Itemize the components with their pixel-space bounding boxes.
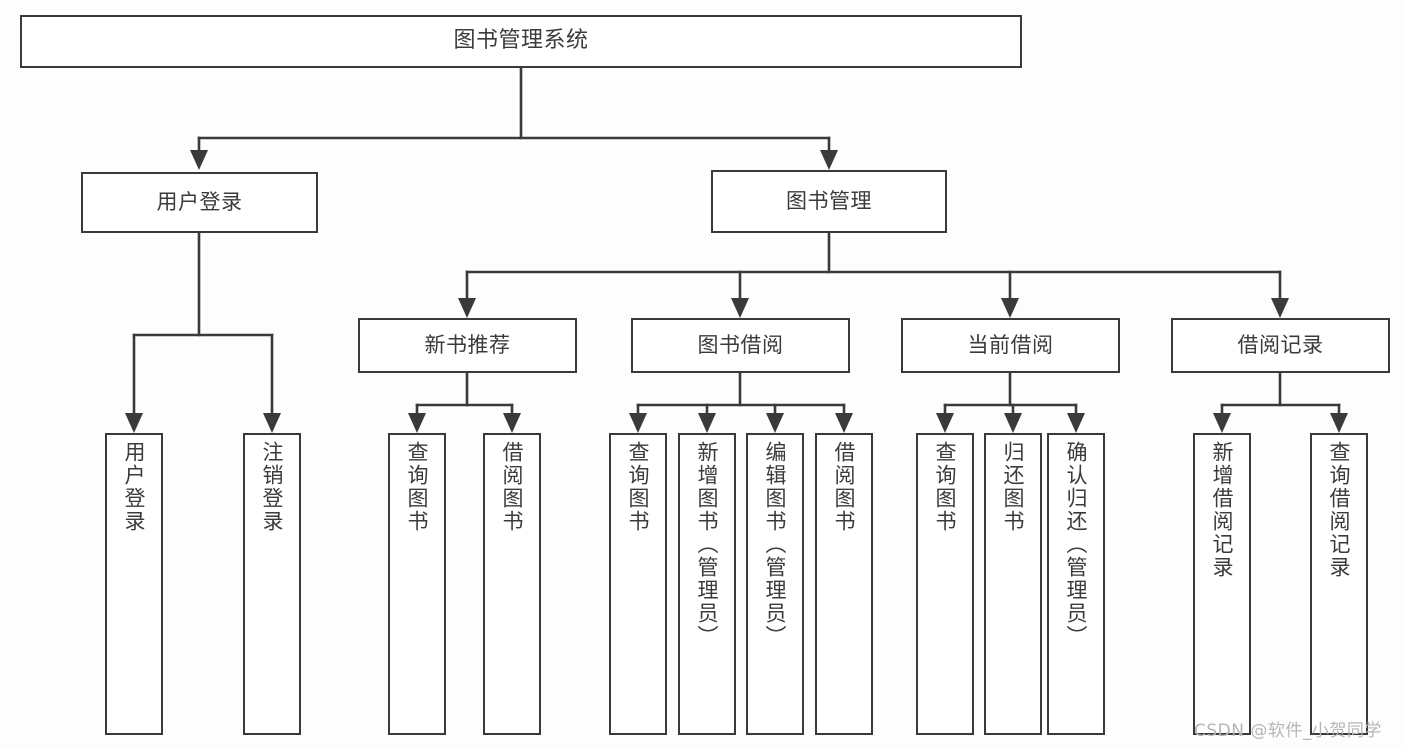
arrow-head-icon xyxy=(698,413,716,433)
node-root-label: 图书管理系统 xyxy=(453,28,589,54)
node-root[interactable]: 图书管理系统 xyxy=(20,15,1022,68)
node-leaf-query-book-borrow-label: 查询图书 xyxy=(626,441,651,533)
node-leaf-edit-book-admin-label: 编辑图书（管理员） xyxy=(763,441,788,648)
node-leaf-user-login[interactable]: 用户登录 xyxy=(105,433,163,735)
node-leaf-borrow-book-rec[interactable]: 借阅图书 xyxy=(483,433,541,735)
node-leaf-query-book-borrow[interactable]: 查询图书 xyxy=(609,433,667,735)
node-user-login[interactable]: 用户登录 xyxy=(81,172,318,233)
node-leaf-borrow-book-rec-label: 借阅图书 xyxy=(500,441,525,533)
node-leaf-confirm-return-admin-label: 确认归还（管理员） xyxy=(1064,441,1089,648)
node-leaf-return-book-label: 归还图书 xyxy=(1001,441,1026,533)
node-leaf-add-book-admin-label: 新增图书（管理员） xyxy=(695,441,720,648)
arrow-head-icon xyxy=(503,413,521,433)
node-leaf-borrow-book-label: 借阅图书 xyxy=(832,441,857,533)
node-book-borrow[interactable]: 图书借阅 xyxy=(631,318,850,373)
arrow-head-icon xyxy=(125,413,143,433)
arrow-head-icon xyxy=(1067,413,1085,433)
csdn-watermark: CSDN @软件_小贺同学 xyxy=(1194,721,1382,741)
arrow-head-icon xyxy=(458,298,476,318)
node-leaf-add-book-admin[interactable]: 新增图书（管理员） xyxy=(678,433,736,735)
arrow-head-icon xyxy=(1330,413,1348,433)
arrow-head-icon xyxy=(190,150,208,170)
arrow-head-icon xyxy=(408,413,426,433)
node-user-login-label: 用户登录 xyxy=(156,190,243,215)
arrow-head-icon xyxy=(1271,298,1289,318)
node-leaf-edit-book-admin[interactable]: 编辑图书（管理员） xyxy=(746,433,804,735)
arrow-head-icon xyxy=(629,413,647,433)
arrow-head-icon xyxy=(1004,413,1022,433)
node-leaf-add-borrow-record[interactable]: 新增借阅记录 xyxy=(1193,433,1251,735)
node-current-borrow-label: 当前借阅 xyxy=(967,333,1054,358)
node-leaf-logout-login[interactable]: 注销登录 xyxy=(243,433,301,735)
node-leaf-return-book[interactable]: 归还图书 xyxy=(984,433,1042,735)
arrow-head-icon xyxy=(731,298,749,318)
arrow-head-icon xyxy=(1001,298,1019,318)
arrow-head-icon xyxy=(263,413,281,433)
node-book-manage[interactable]: 图书管理 xyxy=(711,170,947,233)
node-leaf-add-borrow-record-label: 新增借阅记录 xyxy=(1210,441,1235,579)
node-book-manage-label: 图书管理 xyxy=(786,189,872,214)
arrow-head-icon xyxy=(1213,413,1231,433)
node-leaf-logout-login-label: 注销登录 xyxy=(260,441,285,533)
node-leaf-confirm-return-admin[interactable]: 确认归还（管理员） xyxy=(1047,433,1105,735)
node-borrow-record-label: 借阅记录 xyxy=(1237,333,1324,358)
node-leaf-query-book-rec[interactable]: 查询图书 xyxy=(388,433,446,735)
node-borrow-record[interactable]: 借阅记录 xyxy=(1171,318,1390,373)
arrow-head-icon xyxy=(835,413,853,433)
node-leaf-query-book-rec-label: 查询图书 xyxy=(405,441,430,533)
node-leaf-query-borrow-record-label: 查询借阅记录 xyxy=(1327,441,1352,579)
node-leaf-user-login-label: 用户登录 xyxy=(122,441,147,533)
node-leaf-query-book-current[interactable]: 查询图书 xyxy=(916,433,974,735)
arrow-head-icon xyxy=(936,413,954,433)
node-leaf-query-borrow-record[interactable]: 查询借阅记录 xyxy=(1310,433,1368,735)
node-leaf-borrow-book[interactable]: 借阅图书 xyxy=(815,433,873,735)
arrow-head-icon xyxy=(820,150,838,170)
node-current-borrow[interactable]: 当前借阅 xyxy=(901,318,1120,373)
node-book-borrow-label: 图书借阅 xyxy=(697,333,784,358)
arrow-head-icon xyxy=(766,413,784,433)
node-new-book-recommend[interactable]: 新书推荐 xyxy=(358,318,577,373)
node-new-book-recommend-label: 新书推荐 xyxy=(424,333,511,358)
node-leaf-query-book-current-label: 查询图书 xyxy=(933,441,958,533)
